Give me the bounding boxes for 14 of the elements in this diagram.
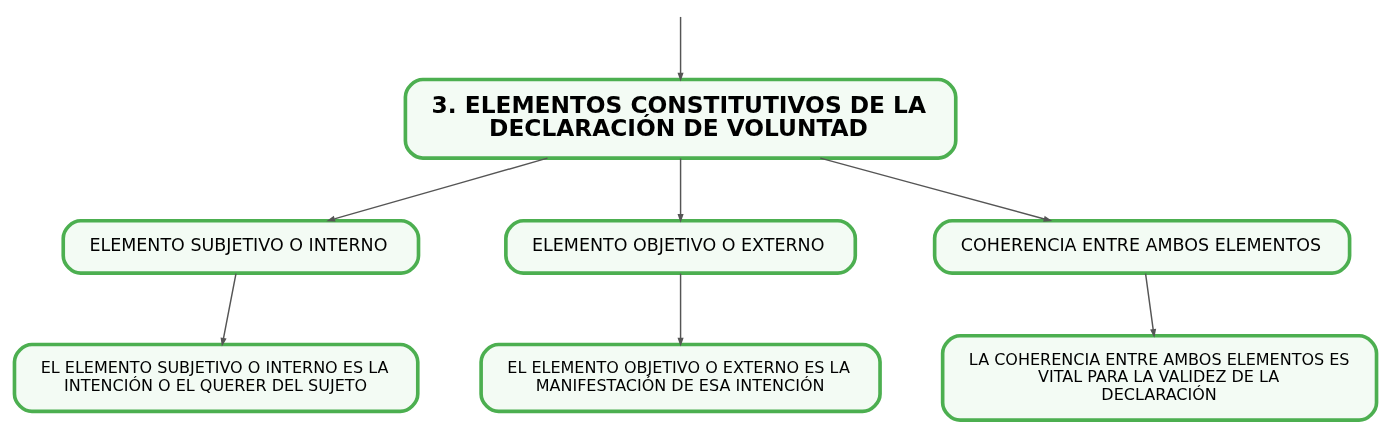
arrow: [326, 157, 549, 222]
arrow: [677, 16, 684, 82]
node-box: COHERENCIA ENTRE AMBOS ELEMENTOS: [932, 218, 1352, 275]
node-box: LA COHERENCIA ENTRE AMBOS ELEMENTOS ES VITAL PARA LA VALIDEZ DE LA DECLARACIÓN: [940, 333, 1379, 422]
arrow: [1144, 272, 1157, 338]
node-box: EL ELEMENTO SUBJETIVO O INTERNO ES LA INTENCIÓN O EL QUERER DEL SUJETO: [12, 342, 420, 414]
arrow: [819, 157, 1053, 222]
node-box: 3. ELEMENTOS CONSTITUTIVOS DE LA DECLARACIÓN DE VOLUNTAD: [403, 77, 958, 160]
node-box: ELEMENTO OBJETIVO O EXTERNO: [504, 218, 858, 275]
arrow: [677, 272, 684, 347]
node-box: EL ELEMENTO OBJETIVO O EXTERNO ES LA MANIFESTACIÓN DE ESA INTENCIÓN: [479, 342, 882, 414]
node-box: ELEMENTO SUBJETIVO O INTERNO: [61, 218, 421, 275]
arrow: [220, 272, 237, 347]
arrow: [677, 157, 684, 223]
